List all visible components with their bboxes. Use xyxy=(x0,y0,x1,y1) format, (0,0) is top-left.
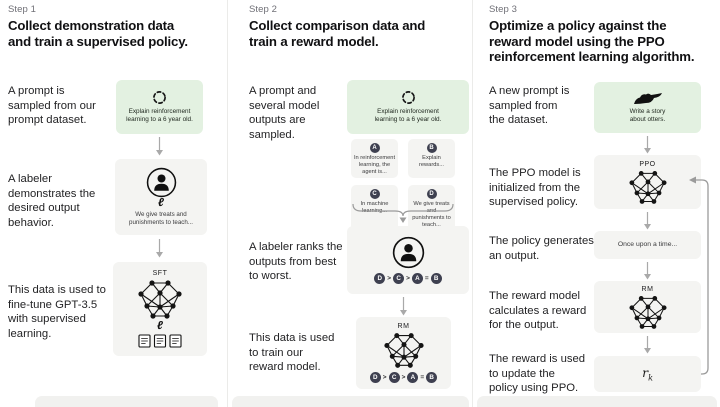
pen-icon: ℓ xyxy=(158,197,164,210)
ranking-row: D>C>A=B xyxy=(369,372,438,383)
rank-badge: D xyxy=(369,372,381,383)
annotation-policy-output: The policy generates an output. xyxy=(489,235,594,262)
prompt-text: Explain reinforcement learning to a 6 ye… xyxy=(374,108,442,123)
step-1-label: Step 1 xyxy=(8,4,37,15)
down-arrow-icon xyxy=(644,136,651,154)
neural-network-icon xyxy=(383,332,425,368)
step-1-column: Step 1 Collect demonstration data and tr… xyxy=(0,0,227,407)
rank-badge: C xyxy=(393,273,405,284)
step-3-column: Step 3 Optimize a policy against the rew… xyxy=(472,0,720,407)
prompt-box: Write a story about otters. xyxy=(594,82,701,133)
rank-separator: > xyxy=(401,374,406,381)
brace-arrow-icon xyxy=(352,203,454,223)
bottom-card xyxy=(35,396,218,407)
rank-badge: A xyxy=(407,372,419,383)
reward-model-box: RM D>C>A=B xyxy=(356,317,451,389)
policy-output-text: Once upon a time... xyxy=(617,241,678,249)
documents-icon xyxy=(138,334,182,348)
rank-badge: B xyxy=(430,273,442,284)
annotation-labeler-ranks: A labeler ranks the outputs from best to… xyxy=(249,241,343,283)
otter-icon xyxy=(633,92,663,105)
rm-label: RM xyxy=(397,323,410,330)
model-outputs-grid: A In reinforcement learning, the agent i… xyxy=(351,139,455,232)
annotation-new-prompt: A new prompt is sampled from the dataset… xyxy=(489,85,570,127)
rank-badge: D xyxy=(374,273,386,284)
rank-badge: B xyxy=(426,372,438,383)
policy-output-box: Once upon a time... xyxy=(594,231,701,259)
output-badge: B xyxy=(426,143,437,153)
annotation-ppo-init: The PPO model is initialized from the su… xyxy=(489,167,581,209)
reward-model-box: RM xyxy=(594,281,701,333)
refresh-icon xyxy=(401,90,416,105)
step-3-title: Optimize a policy against the reward mod… xyxy=(489,18,695,64)
neural-network-icon xyxy=(628,170,668,204)
annotation-train-rm: This data is used to train our reward mo… xyxy=(249,332,335,374)
output-badge: A xyxy=(369,143,380,153)
rank-separator: > xyxy=(406,275,410,282)
annotation-reward-calc: The reward model calculates a reward for… xyxy=(489,290,587,332)
down-arrow-icon xyxy=(400,297,407,316)
prompt-text: Explain reinforcement learning to a 6 ye… xyxy=(126,108,193,123)
rank-separator: > xyxy=(382,374,387,381)
output-badge: D xyxy=(426,189,437,200)
down-arrow-icon xyxy=(644,336,651,354)
prompt-box: Explain reinforcement learning to a 6 ye… xyxy=(347,80,469,134)
sft-model-box: SFT ℓ xyxy=(113,262,207,356)
reward-value-box: rk xyxy=(594,356,701,392)
rm-label: RM xyxy=(641,285,654,293)
neural-network-icon xyxy=(628,295,668,329)
person-icon xyxy=(392,236,425,269)
annotation-prompt-outputs: A prompt and several model outputs are s… xyxy=(249,85,320,141)
output-card-b: B Explain rewards... xyxy=(408,139,455,179)
step-2-title: Collect comparison data and train a rewa… xyxy=(249,18,426,49)
neural-network-icon xyxy=(137,279,183,319)
pen-icon: ℓ xyxy=(157,320,163,332)
bottom-card xyxy=(232,396,469,407)
down-arrow-icon xyxy=(644,262,651,280)
refresh-icon xyxy=(152,90,167,105)
sft-label: SFT xyxy=(152,270,168,277)
prompt-text: Write a story about otters. xyxy=(629,107,666,123)
output-card-d: D We give treats and punishments to teac… xyxy=(408,185,455,232)
step-3-label: Step 3 xyxy=(489,4,518,15)
step-2-label: Step 2 xyxy=(249,4,278,15)
labeler-box: ℓ We give treats and punishments to teac… xyxy=(115,159,207,235)
ppo-model-box: PPO xyxy=(594,155,701,209)
person-icon xyxy=(146,167,177,198)
step-1-title: Collect demonstration data and train a s… xyxy=(8,18,188,49)
annotation-finetune: This data is used to fine-tune GPT-3.5 w… xyxy=(8,284,106,340)
down-arrow-icon xyxy=(644,212,651,230)
output-text: Explain rewards... xyxy=(419,155,444,168)
annotation-prompt-sampled: A prompt is sampled from our prompt data… xyxy=(8,85,96,127)
rank-separator: > xyxy=(387,275,392,282)
rank-badge: C xyxy=(388,372,400,383)
rank-separator: = xyxy=(420,374,425,381)
reward-value: rk xyxy=(642,365,653,383)
prompt-box: Explain reinforcement learning to a 6 ye… xyxy=(116,80,203,134)
labeler-ranking-box: D>C>A=B xyxy=(347,226,469,294)
down-arrow-icon xyxy=(156,239,163,258)
rank-separator: = xyxy=(424,275,429,282)
step-2-column: Step 2 Collect comparison data and train… xyxy=(227,0,473,407)
down-arrow-icon xyxy=(156,137,163,156)
rank-badge: A xyxy=(411,273,423,284)
labeler-demo-text: We give treats and punishments to teach.… xyxy=(129,211,193,226)
bottom-card xyxy=(477,396,717,407)
ranking-row: D>C>A=B xyxy=(374,273,442,284)
output-card-a: A In reinforcement learning, the agent i… xyxy=(351,139,398,179)
annotation-labeler-demonstrates: A labeler demonstrates the desired outpu… xyxy=(8,173,96,229)
output-badge: C xyxy=(369,189,380,200)
ppo-label: PPO xyxy=(639,160,656,168)
output-text: In reinforcement learning, the agent is.… xyxy=(353,155,396,175)
annotation-reward-update: The reward is used to update the policy … xyxy=(489,353,586,395)
